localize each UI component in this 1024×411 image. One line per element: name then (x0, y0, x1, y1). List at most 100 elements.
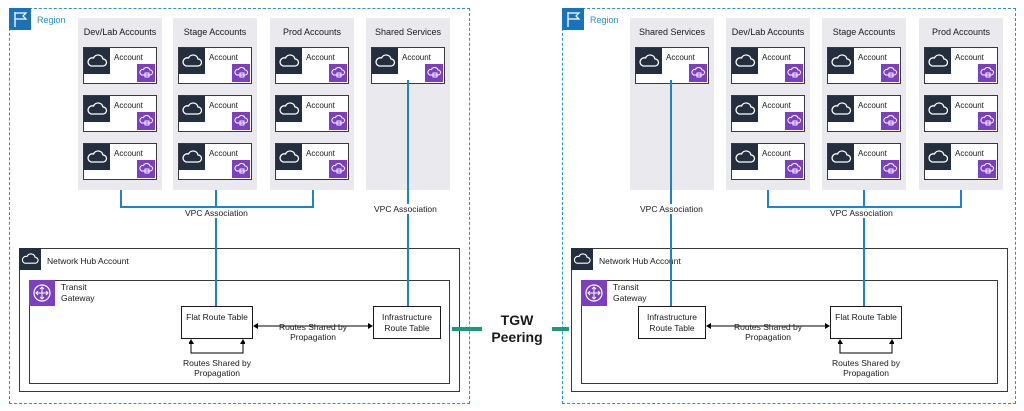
account-box: Account (371, 47, 445, 84)
account-box: Account (924, 95, 998, 132)
vpc-icon (232, 160, 250, 178)
account-label: Account (306, 53, 335, 62)
account-group-title: Dev/Lab Accounts (731, 27, 805, 37)
self-propagation-label: Routes Shared by Propagation (182, 358, 252, 378)
account-label: Account (858, 53, 887, 62)
region-flag-icon (9, 8, 31, 30)
cloud-icon (925, 48, 951, 74)
account-label: Account (402, 53, 431, 62)
vpc-icon (137, 64, 155, 82)
vpc-icon (329, 160, 347, 178)
account-label: Account (306, 101, 335, 110)
vpc-association-line (670, 248, 672, 306)
self-propagation-arrow (188, 339, 246, 357)
vpc-icon (785, 64, 803, 82)
vpc-association-line (120, 190, 122, 207)
cloud-icon (179, 144, 205, 170)
cloud-icon (84, 96, 110, 122)
cloud-icon (828, 48, 854, 74)
account-box: Account (635, 47, 709, 84)
account-label: Account (306, 149, 335, 158)
region-label: Region (37, 15, 66, 25)
account-box: Account (83, 47, 157, 84)
account-box: Account (83, 143, 157, 180)
cloud-icon (84, 48, 110, 74)
cloud-icon (925, 96, 951, 122)
vpc-icon (881, 160, 899, 178)
region-boundary (9, 8, 470, 404)
cloud-icon (179, 48, 205, 74)
transit-gateway-boundary (29, 280, 450, 384)
vpc-association-line (215, 248, 217, 306)
vpc-icon (881, 64, 899, 82)
account-group-title: Shared Services (638, 27, 706, 37)
vpc-icon (329, 64, 347, 82)
vpc-icon (425, 64, 443, 82)
account-group-title: Prod Accounts (931, 27, 991, 37)
account-label: Account (955, 149, 984, 158)
routes-shared-label: Routes Shared by Propagation (278, 322, 348, 342)
vpc-association-line (120, 206, 314, 208)
flat-route-table: Flat Route Table (830, 306, 902, 339)
account-label: Account (114, 53, 143, 62)
self-propagation-label: Routes Shared by Propagation (831, 358, 901, 378)
account-box: Account (83, 95, 157, 132)
vpc-association-line (863, 206, 865, 248)
vpc-icon (329, 112, 347, 130)
vpc-icon (232, 112, 250, 130)
cloud-icon (732, 48, 758, 74)
cloud-icon (636, 48, 662, 74)
account-box: Account (731, 143, 805, 180)
vpc-association-line (960, 190, 962, 207)
account-label: Account (666, 53, 695, 62)
network-hub-label: Network Hub Account (599, 256, 681, 266)
cloud-icon (276, 48, 302, 74)
vpc-association-label: VPC Association (183, 208, 250, 218)
account-box: Account (275, 95, 349, 132)
account-label: Account (114, 149, 143, 158)
vpc-association-line (215, 206, 217, 248)
transit-gateway-label: Transit Gateway (61, 282, 95, 303)
tgw-peering-label: TGW Peering (482, 312, 552, 346)
account-label: Account (209, 101, 238, 110)
infrastructure-route-table: Infrastructure Route Table (373, 306, 441, 339)
vpc-icon (137, 160, 155, 178)
account-group (630, 18, 714, 190)
account-box: Account (275, 47, 349, 84)
account-box: Account (827, 95, 901, 132)
transit-gateway-icon (29, 280, 55, 306)
account-box: Account (924, 47, 998, 84)
account-label: Account (858, 101, 887, 110)
account-label: Account (762, 149, 791, 158)
account-box: Account (731, 47, 805, 84)
region-label: Region (590, 15, 619, 25)
routes-shared-arrow (706, 318, 830, 329)
vpc-icon (881, 112, 899, 130)
account-label: Account (209, 149, 238, 158)
vpc-icon (785, 112, 803, 130)
vpc-association-line (670, 80, 672, 248)
account-label: Account (762, 53, 791, 62)
infrastructure-route-table: Infrastructure Route Table (638, 306, 706, 339)
account-group-title: Prod Accounts (282, 27, 342, 37)
account-box: Account (827, 47, 901, 84)
vpc-icon (978, 64, 996, 82)
account-label: Account (858, 149, 887, 158)
cloud-icon (732, 96, 758, 122)
account-box: Account (178, 47, 252, 84)
account-box: Account (924, 143, 998, 180)
account-group-title: Stage Accounts (183, 27, 247, 37)
transit-gateway-label: Transit Gateway (613, 282, 647, 303)
routes-shared-label: Routes Shared by Propagation (733, 322, 803, 342)
cloud-icon (276, 96, 302, 122)
transit-gateway-icon (581, 280, 607, 306)
account-label: Account (955, 101, 984, 110)
cloud-icon (571, 248, 593, 270)
cloud-icon (19, 248, 41, 270)
account-box: Account (178, 143, 252, 180)
account-box: Account (731, 95, 805, 132)
region-flag-icon (562, 8, 584, 30)
cloud-icon (276, 144, 302, 170)
vpc-icon (689, 64, 707, 82)
vpc-association-line (407, 80, 409, 248)
